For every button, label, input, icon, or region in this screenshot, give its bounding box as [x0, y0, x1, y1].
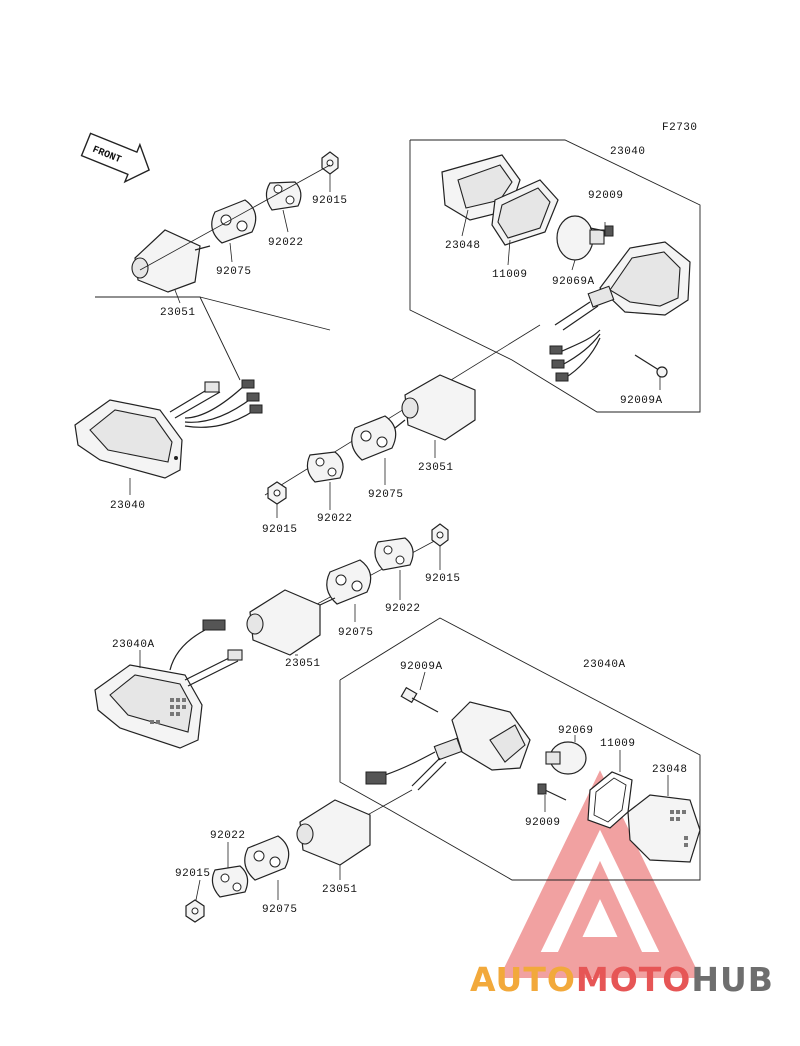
watermark-part-hub: HUB: [691, 960, 774, 999]
nut-92015-bottom: [185, 899, 205, 923]
callout-label: 11009: [492, 269, 528, 281]
frame-upper-right: [409, 139, 701, 413]
washer-92022-middle: [306, 451, 344, 483]
bulb-92069a-upper: [556, 215, 605, 261]
callout-label: 23051: [322, 884, 358, 896]
bulb-92069-lower: [545, 741, 587, 775]
callout-label: 92069A: [552, 276, 595, 288]
stay-23051-middle: [394, 374, 476, 441]
rubber-92075-bottom: [244, 835, 290, 881]
watermark-triangle-icon: [499, 770, 701, 978]
washer-92022-bottom: [211, 865, 249, 898]
front-arrow-icon: FRONT: [80, 132, 150, 184]
callout-label: 23051: [418, 462, 454, 474]
wire-connectors-right: [549, 329, 601, 382]
callout-label: 92075: [216, 266, 252, 278]
callout-label: 23051: [160, 307, 196, 319]
callout-label: 92022: [268, 237, 304, 249]
nut-92015-top: [321, 151, 339, 175]
housing-23040-left: [74, 379, 263, 479]
callout-label: 92022: [385, 603, 421, 615]
callout-label: 23048: [445, 240, 481, 252]
callout-label: 92075: [338, 627, 374, 639]
watermark-part-moto: MOTO: [575, 960, 692, 999]
callout-label: 92022: [210, 830, 246, 842]
callout-label: 92022: [317, 513, 353, 525]
washer-92022-top: [265, 181, 302, 211]
frame-left-connector: [199, 296, 331, 331]
stay-23051-top: [131, 229, 211, 293]
callout-label: 92015: [262, 524, 298, 536]
callout-label: 92069: [558, 725, 594, 737]
callout-label: 23040: [610, 146, 646, 158]
callout-label: 23051: [285, 658, 321, 670]
callout-label: 92015: [175, 868, 211, 880]
nut-92015-middle: [267, 481, 287, 505]
figure-code: F2730: [662, 122, 698, 134]
callout-label: 92075: [368, 489, 404, 501]
callout-label: 92009A: [620, 395, 663, 407]
screw-92009a-upper: [634, 354, 668, 378]
nut-92015-lower: [431, 523, 449, 547]
frame-lower-right: [339, 617, 701, 881]
callout-label: 92009: [525, 817, 561, 829]
housing-23040-right: [554, 241, 691, 331]
callout-label: 92015: [312, 195, 348, 207]
housing-23040a-right: [365, 701, 531, 791]
callout-label: 11009: [600, 738, 636, 750]
callout-label: 23040A: [583, 659, 626, 671]
stay-23051-bottom: [296, 799, 371, 866]
gasket-11009-upper: [491, 179, 559, 246]
stay-23051-lower: [246, 589, 336, 656]
screw-92009a-lower: [400, 686, 439, 713]
rubber-92075-lower: [326, 559, 372, 605]
housing-23040a-left: [94, 619, 243, 749]
callout-label: 92015: [425, 573, 461, 585]
callout-leaders: [129, 174, 669, 901]
lens-23048-lower: [627, 794, 701, 863]
screw-92009-lower: [537, 783, 567, 801]
callout-label: 23040: [110, 500, 146, 512]
watermark-part-auto: AUTO: [470, 960, 576, 999]
callout-label: 92009: [588, 190, 624, 202]
leader-top-group: [139, 164, 331, 271]
callout-label: 92009A: [400, 661, 443, 673]
washer-92022-lower: [374, 537, 414, 571]
rubber-92075-middle: [351, 415, 397, 461]
callout-label: 23048: [652, 764, 688, 776]
rubber-92075-top: [211, 199, 257, 244]
gasket-11009-lower: [587, 771, 633, 829]
callout-label: 23040A: [112, 639, 155, 651]
watermark-brand: AUTOMOTOHUB: [470, 960, 792, 1000]
callout-label: 92075: [262, 904, 298, 916]
lens-grid-icon: [150, 698, 186, 724]
